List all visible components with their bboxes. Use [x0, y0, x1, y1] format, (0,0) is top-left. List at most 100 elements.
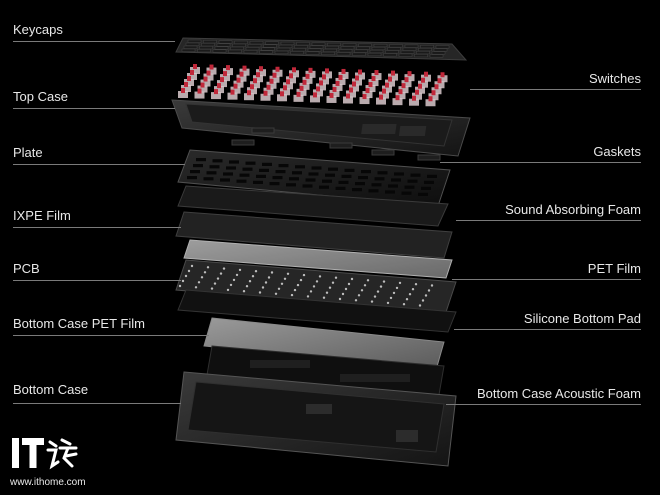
- switch-housing: [332, 83, 343, 91]
- switch-housing: [412, 92, 422, 100]
- switch-stem: [239, 71, 244, 77]
- keycap: [416, 51, 430, 55]
- plate-hole: [206, 171, 217, 175]
- switch-housing: [382, 85, 392, 93]
- pet-film-layer: [183, 239, 453, 279]
- switch-housing: [247, 87, 257, 95]
- keycap: [307, 48, 322, 52]
- switch-stem: [424, 71, 428, 77]
- switch-stem: [226, 65, 230, 71]
- plate-hole: [275, 170, 286, 174]
- pcb-socket: [280, 282, 284, 285]
- switch-stem: [209, 64, 214, 70]
- switch-stem: [197, 88, 202, 94]
- label-top-case: Top Case: [13, 89, 68, 104]
- switch-housing: [239, 68, 250, 76]
- switch-housing: [250, 81, 260, 89]
- keycap: [356, 46, 370, 50]
- keycap: [187, 39, 202, 43]
- keycap: [340, 46, 355, 50]
- pcb-socket: [405, 298, 409, 301]
- switch-housing: [227, 92, 238, 100]
- switch-housing: [409, 98, 419, 106]
- switch-housing: [392, 98, 403, 106]
- leader-line-top-case: [13, 108, 175, 109]
- gaskets-layer: [231, 127, 441, 161]
- switch-stem: [362, 94, 367, 100]
- plate-hole: [371, 183, 382, 187]
- switch-stem: [200, 82, 205, 88]
- pcb-socket: [187, 269, 191, 273]
- pcb-socket: [254, 270, 258, 273]
- switch-stem: [329, 92, 334, 98]
- switch-housing: [376, 97, 386, 105]
- plate-hole: [421, 186, 431, 190]
- keycap: [263, 44, 277, 48]
- keycap: [218, 40, 233, 44]
- plate-hole: [239, 173, 250, 177]
- switch-stem: [412, 95, 416, 101]
- switch-stem: [193, 64, 197, 69]
- pcb-socket: [357, 294, 361, 297]
- switch-stem: [341, 68, 346, 74]
- pcb-socket: [178, 284, 182, 288]
- keycap: [305, 51, 320, 55]
- plate-hole: [325, 173, 335, 177]
- pcb-socket: [366, 279, 370, 282]
- keycap: [402, 47, 417, 51]
- switch-housing: [343, 96, 353, 104]
- switch-housing: [365, 85, 376, 93]
- switch-stem: [401, 83, 406, 89]
- pcb-socket: [203, 271, 207, 274]
- plate-hole: [272, 176, 283, 180]
- switch-stem: [398, 89, 403, 95]
- pcb-socket: [235, 273, 239, 277]
- switch-stem: [217, 83, 221, 89]
- plate-hole: [242, 167, 253, 171]
- keycap: [247, 44, 262, 48]
- leader-line-pet-film: [452, 279, 641, 280]
- leader-line-bottom-case-pet-film: [13, 335, 209, 336]
- pcb-socket: [302, 273, 306, 277]
- switch-stem: [319, 80, 323, 86]
- pcb-socket: [309, 290, 313, 293]
- pcb-socket: [376, 290, 380, 293]
- pcb-socket: [347, 282, 351, 286]
- pcb-socket: [379, 285, 383, 288]
- plate-hole: [278, 164, 289, 168]
- leader-line-bottom-case-acoustic-foam: [446, 404, 641, 405]
- switch-stem: [220, 77, 224, 83]
- switch-housing: [256, 69, 266, 77]
- leader-line-ixpe-film: [13, 227, 181, 228]
- switch-housing: [313, 89, 323, 97]
- plate-hole: [269, 182, 280, 186]
- pcb-socket: [427, 289, 431, 292]
- keycap: [290, 51, 304, 55]
- label-ixpe-film: IXPE Film: [13, 208, 71, 223]
- switch-housing: [338, 71, 349, 79]
- keycap: [259, 50, 273, 54]
- switch-housing: [211, 92, 221, 100]
- plate-hole: [223, 172, 233, 176]
- keycap: [383, 53, 397, 57]
- plate-hole: [374, 177, 385, 181]
- keycap: [385, 50, 399, 54]
- pcb-socket: [325, 291, 329, 294]
- switch-stem: [338, 74, 343, 80]
- pcb-socket: [354, 299, 358, 302]
- switch-stem: [280, 91, 284, 97]
- switch-housing: [302, 76, 313, 84]
- keycap: [420, 45, 434, 49]
- plate-hole: [418, 192, 428, 196]
- keycap: [338, 49, 353, 53]
- plate-hole: [427, 174, 437, 178]
- pcb-socket: [312, 285, 316, 288]
- switch-housing: [197, 85, 208, 93]
- switch-housing: [431, 87, 442, 95]
- plate-hole: [328, 167, 338, 171]
- switch-stem: [368, 82, 373, 88]
- switch-housing: [388, 73, 398, 81]
- plate-hole: [190, 170, 200, 174]
- plate-hole: [286, 183, 296, 187]
- pcb-socket: [277, 287, 281, 290]
